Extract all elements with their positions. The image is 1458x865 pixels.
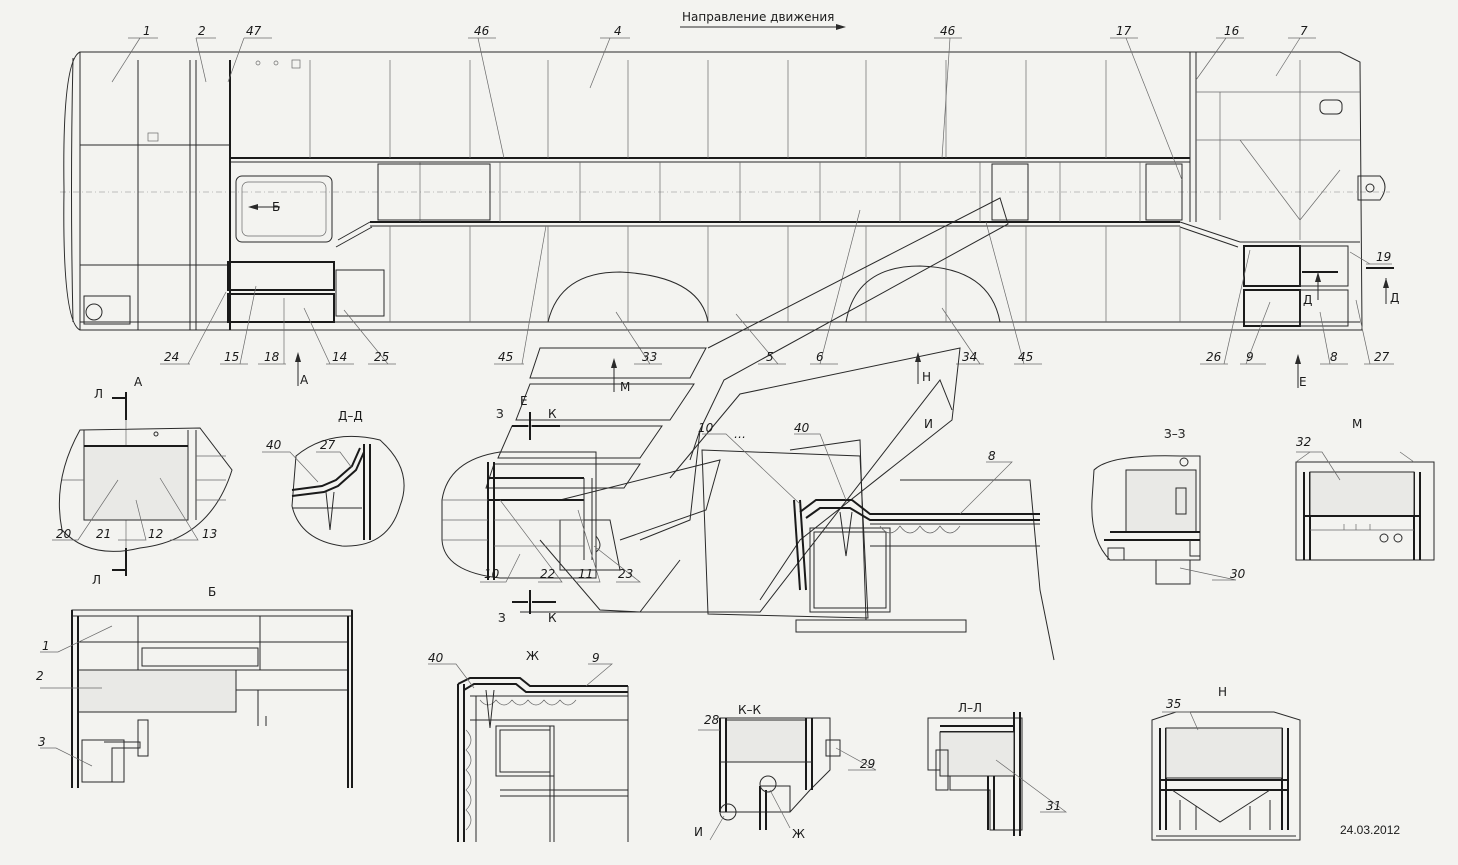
direction-title: Направление движения xyxy=(682,10,834,24)
detail-k-k: К–К 28 29 И Ж xyxy=(694,703,877,841)
detail-ll-title: Л–Л xyxy=(958,701,982,715)
a-callout-12: 12 xyxy=(148,527,163,541)
a-callout-20: 20 xyxy=(56,527,72,541)
i-callout-dots: … xyxy=(734,427,746,441)
section-mark-d-left: Д xyxy=(1303,293,1312,307)
i-callout-8: 8 xyxy=(988,449,996,463)
label-19: 19 xyxy=(1376,250,1391,264)
label-47: 47 xyxy=(246,24,262,38)
detail-m-title: М xyxy=(1352,417,1362,431)
ll-callout-31: 31 xyxy=(1046,799,1061,813)
label-24: 24 xyxy=(164,350,179,364)
main-view-labels: 1 2 47 46 4 46 17 16 7 19 Д 27 8 Д 9 26 … xyxy=(143,24,1399,394)
label-5: 5 xyxy=(766,350,774,364)
section-mark-b: Б xyxy=(272,200,280,214)
detail-a: А Л Л 20 21 12 13 xyxy=(52,375,233,587)
section-mark-e: Е xyxy=(1299,375,1307,389)
kk-callout-i: И xyxy=(694,825,703,839)
detail-b: Б 1 2 3 xyxy=(36,585,353,788)
ek-callout-22: 22 xyxy=(540,567,555,581)
detail-l-l: Л–Л 31 xyxy=(927,701,1068,836)
section-mark-d-right: Д xyxy=(1390,291,1399,305)
kk-callout-29: 29 xyxy=(860,757,875,771)
a-callout-13: 13 xyxy=(202,527,217,541)
detail-z-z: З–З 30 xyxy=(1091,427,1246,585)
direction-arrow-icon xyxy=(836,24,846,30)
label-2: 2 xyxy=(198,24,206,38)
label-34: 34 xyxy=(962,350,977,364)
label-46a: 46 xyxy=(474,24,490,38)
section-k-bottom: К xyxy=(548,611,557,625)
dd-callout-27: 27 xyxy=(320,438,336,452)
detail-d-d: Д–Д 40 27 xyxy=(262,409,405,547)
detail-n: Н 35 xyxy=(1151,685,1301,841)
zz-callout-30: 30 xyxy=(1230,567,1246,581)
detail-n-title: Н xyxy=(1218,685,1227,699)
detail-m: М 32 xyxy=(1295,417,1435,561)
ek-callout-10: 10 xyxy=(484,567,500,581)
label-17: 17 xyxy=(1116,24,1132,38)
b-callout-1: 1 xyxy=(42,639,50,653)
detail-b-title: Б xyxy=(208,585,216,599)
zh-callout-40: 40 xyxy=(428,651,444,665)
detail-i-title: И xyxy=(924,417,933,431)
label-33: 33 xyxy=(642,350,657,364)
section-l-bottom: Л xyxy=(92,573,101,587)
label-4: 4 xyxy=(614,24,622,38)
label-14: 14 xyxy=(332,350,347,364)
label-18: 18 xyxy=(264,350,280,364)
i-callout-40: 40 xyxy=(794,421,810,435)
label-45b: 45 xyxy=(1018,350,1033,364)
label-9: 9 xyxy=(1246,350,1254,364)
section-z-top: З xyxy=(496,407,504,421)
label-15: 15 xyxy=(224,350,239,364)
label-8: 8 xyxy=(1330,350,1338,364)
detail-zh-title: Ж xyxy=(526,649,539,663)
m-callout-32: 32 xyxy=(1296,435,1311,449)
main-view-leaders xyxy=(111,37,1394,365)
detail-dd-title: Д–Д xyxy=(338,409,363,423)
label-27: 27 xyxy=(1374,350,1390,364)
a-callout-21: 21 xyxy=(96,527,111,541)
kk-callout-28: 28 xyxy=(704,713,720,727)
ek-callout-23: 23 xyxy=(618,567,633,581)
detail-a-title: А xyxy=(134,375,143,389)
detail-zz-title: З–З xyxy=(1164,427,1185,441)
label-16: 16 xyxy=(1224,24,1240,38)
label-6: 6 xyxy=(816,350,824,364)
b-callout-3: 3 xyxy=(38,735,46,749)
zh-callout-9: 9 xyxy=(592,651,600,665)
main-side-view xyxy=(60,51,1394,392)
detail-e-k: З Е К З К 10 22 11 23 xyxy=(441,197,1009,625)
b-callout-2: 2 xyxy=(36,669,44,683)
section-mark-a: А xyxy=(300,373,309,387)
label-46b: 46 xyxy=(940,24,956,38)
kk-callout-zh: Ж xyxy=(792,827,805,841)
detail-i: И 10 … 40 8 xyxy=(698,417,1055,661)
i-callout-10: 10 xyxy=(698,421,714,435)
detail-kk-title: К–К xyxy=(738,703,762,717)
dd-callout-40: 40 xyxy=(266,438,282,452)
ek-callout-11: 11 xyxy=(578,567,593,581)
section-l-top: Л xyxy=(94,387,103,401)
section-z-bottom: З xyxy=(498,611,506,625)
n-callout-35: 35 xyxy=(1166,697,1181,711)
section-e: Е xyxy=(520,394,528,408)
label-1: 1 xyxy=(143,24,151,38)
section-mark-m: М xyxy=(620,380,630,394)
section-k-top: К xyxy=(548,407,557,421)
detail-zh: Ж 40 9 xyxy=(428,649,629,842)
drawing-date: 24.03.2012 xyxy=(1340,823,1400,837)
label-45a: 45 xyxy=(498,350,513,364)
label-7: 7 xyxy=(1300,24,1308,38)
section-mark-n: Н xyxy=(922,370,931,384)
label-26: 26 xyxy=(1206,350,1222,364)
label-25: 25 xyxy=(374,350,389,364)
